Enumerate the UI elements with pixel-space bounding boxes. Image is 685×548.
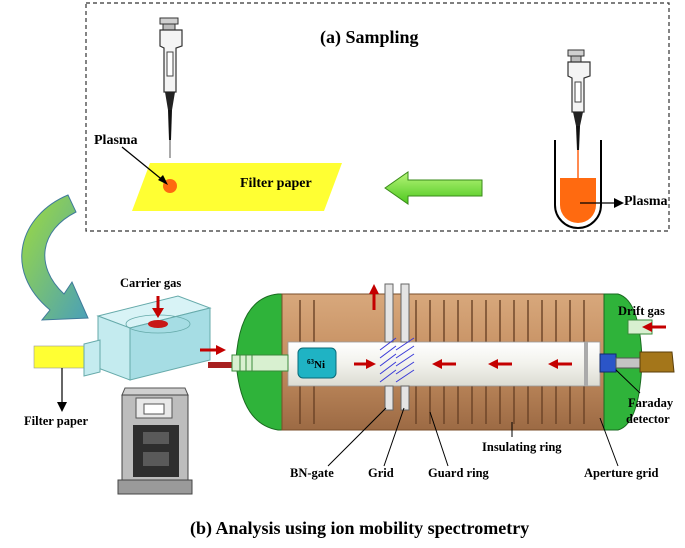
carrier-gas-label: Carrier gas — [120, 276, 182, 290]
pipette-right-icon — [567, 49, 591, 180]
plasma-label-left: Plasma — [94, 133, 138, 148]
sampling-title: (a) Sampling — [320, 27, 419, 47]
drift-flow-arrows — [354, 284, 666, 369]
plasma-label-right: Plasma — [624, 194, 668, 209]
aperture-grid-label: Aperture grid — [584, 466, 659, 480]
transfer-arrow-icon — [21, 194, 89, 321]
faraday-detector-label-1: Faraday — [628, 396, 674, 410]
filter-paper-label-b: Filter paper — [24, 414, 88, 428]
ni63-source — [297, 347, 337, 379]
guard-ring-label: Guard ring — [428, 466, 489, 480]
insulating-ring-label: Insulating ring — [482, 440, 562, 454]
beaker-icon — [554, 140, 602, 229]
faraday-detector-label-2: detector — [626, 412, 670, 426]
filter-paper-label: Filter paper — [240, 176, 312, 191]
sample-inlet-block — [83, 295, 212, 381]
flow-arrow-green-icon — [384, 171, 483, 205]
sampling-panel-border — [85, 2, 670, 232]
heater-stand — [117, 387, 193, 495]
analysis-title: (b) Analysis using ion mobility spectrom… — [190, 518, 530, 538]
carrier-gas-inlet — [148, 320, 168, 328]
pipette-left-icon — [159, 17, 183, 158]
transfer-tube — [208, 362, 236, 368]
filter-paper-shape — [132, 163, 342, 211]
bn-gate-label: BN-gate — [290, 466, 334, 480]
grid-label: Grid — [368, 466, 394, 480]
ni63-label: 63Ni — [307, 358, 325, 371]
callout-leaders — [327, 369, 641, 467]
drift-gas-label: Drift gas — [618, 304, 665, 318]
